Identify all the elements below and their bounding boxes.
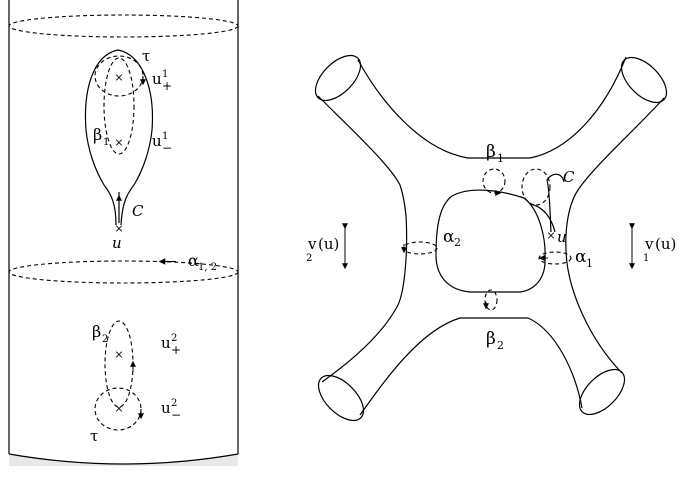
right-panel-surface: × β 1 C α 2 u α 1 v 2 (u) v 1 (u) β 2 [306,54,676,422]
beta2-left-base: β [92,322,101,341]
curve-c-right-branch [529,203,556,233]
label-u2-plus: u 2 + [161,333,181,357]
alpha2-right-base: α [443,227,455,247]
beta1-right-sub: 1 [497,152,504,165]
point-u-marker: × [114,222,123,235]
label-u1-plus: u 1 + [152,69,172,93]
surface-outer-topleft-inner [317,95,407,216]
loop-beta2 [104,320,134,408]
label-alpha1-right: α 1 [575,247,593,270]
u2-minus-sup: 2 [171,398,177,409]
u2-plus-sub: + [171,343,181,357]
puncture-u1-minus: × [114,136,123,149]
label-alpha12: α 1, 2 [188,251,217,273]
alpha12-sub: 1, 2 [198,262,217,273]
tube-end-top-left [314,54,362,102]
v2-arg: (u) [318,235,339,253]
v2-sub: 2 [306,253,312,264]
loop-beta1 [103,57,135,155]
point-u-right-marker: × [546,229,555,242]
v1-base: v [644,235,654,253]
label-tau-bottom: τ [90,427,98,445]
cylinder-bottom-shade [9,454,238,466]
loop-alpha2-right [402,241,438,255]
beta2-left-sub: 2 [102,334,108,345]
cylinder-bottom-rim [8,453,239,465]
loop-tau-top [94,55,144,97]
surface-outer-top [357,56,627,159]
puncture-u1-plus: × [114,71,123,84]
u2-minus-base: u [161,399,171,417]
loop-near-c [521,168,551,206]
curve-c-right [546,173,565,233]
label-u-left: u [112,234,122,252]
u2-plus-sup: 2 [171,333,177,344]
loop-beta2-right [484,289,498,311]
label-u-right: u [557,228,567,246]
puncture-u2-plus: × [114,348,123,361]
label-v2: v 2 (u) [306,235,339,264]
surface-outer-bottom [359,317,583,416]
u1-plus-sup: 1 [162,69,168,80]
label-u1-minus: u 1 − [152,131,172,155]
tube-end-bottom-left [317,374,365,422]
tube-end-top-right [620,56,668,104]
beta1-right-base: β [486,142,496,162]
label-c-left: C [132,202,144,220]
alpha1-right-sub: 1 [586,257,593,270]
label-tau-top: τ [142,47,150,65]
v1-arg: (u) [655,235,676,253]
cylinder-top-rim [8,14,239,38]
label-alpha2-right: α 2 [443,227,461,249]
label-beta1-right: β 1 [486,142,504,165]
v2-base: v [307,235,317,253]
beta2-right-sub: 2 [497,339,504,352]
puncture-u2-minus: × [114,402,123,415]
u1-plus-sub: + [162,79,172,93]
u1-minus-sub: − [162,141,172,155]
beta1-left-sub: 1 [103,137,109,148]
u1-minus-sup: 1 [162,131,168,142]
v1-sub: 1 [643,253,649,264]
u2-minus-sub: − [171,408,181,422]
u2-plus-base: u [161,334,171,352]
u1-plus-base: u [152,70,162,88]
alpha2-right-sub: 2 [454,236,461,249]
beta2-right-base: β [486,329,496,349]
beta1-left-base: β [93,125,102,144]
label-beta1-left: β 1 [93,125,109,148]
alpha1-right-base: α [575,247,587,267]
surface-outer-right [565,97,665,374]
label-beta2-left: β 2 [92,322,108,345]
label-u2-minus: u 2 − [161,398,181,422]
alpha12-base: α [188,251,199,270]
loop-tau-bottom [94,387,142,431]
left-panel-cylinder: × × × τ u 1 + β 1 u 1 − C u α 1, 2 [8,0,239,466]
cylinder-middle-cut-alpha12 [8,260,239,284]
tube-end-bottom-right [578,368,626,416]
balloon-surface [84,49,154,226]
label-v1: v 1 (u) [643,235,676,264]
u1-minus-base: u [152,132,162,150]
loop-beta1-right [482,168,506,194]
label-beta2-right: β 2 [486,329,504,352]
label-c-right: C [563,168,575,186]
